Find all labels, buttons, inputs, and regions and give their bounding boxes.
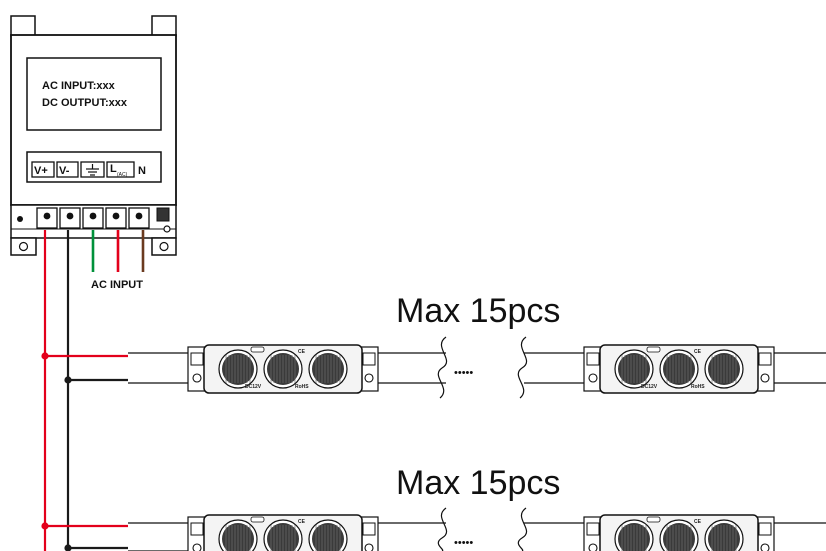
dc-bus	[43, 230, 128, 551]
terminal-screw-vminus-head	[66, 212, 74, 220]
row-2-break-left	[437, 507, 448, 551]
ce-mark: CE	[694, 349, 702, 355]
ce-mark: CE	[298, 519, 306, 525]
led-module: CE DC12V RoHS	[187, 344, 379, 394]
module-wire-clip-left	[586, 522, 600, 536]
row-2-ellipsis: •••••	[454, 537, 473, 549]
ac-input-label: AC INPUT	[91, 279, 143, 291]
module-screw-hole-right	[760, 373, 770, 383]
row-1-ellipsis: •••••	[454, 367, 473, 379]
module-screw-hole-left	[588, 543, 598, 551]
module-screw-hole-right	[364, 373, 374, 383]
terminal-screw-ground-head	[89, 212, 97, 220]
mount-hole-bottom-right	[159, 241, 169, 252]
terminal-cover-latch	[156, 207, 170, 222]
module-screw-hole-left	[588, 373, 598, 383]
terminal-label-line: L	[110, 163, 117, 175]
led-modules: CEDC12VRoHSCEDC12VRoHSCEDC12VRoHSCEDC12V…	[187, 344, 775, 551]
module-rohs-label: RoHS	[691, 384, 705, 390]
side-rivet-left	[17, 216, 23, 222]
module-wire-clip-right	[758, 352, 772, 366]
junction-negative-1	[64, 376, 72, 384]
module-row-1: •••••	[128, 336, 826, 399]
row-2-break-right	[517, 507, 528, 551]
side-rivet-right	[163, 225, 171, 233]
module-voltage-label: DC12V	[641, 384, 658, 390]
junction-negative-2	[64, 544, 72, 551]
module-screw-hole-left	[192, 543, 202, 551]
module-logo	[646, 516, 661, 523]
module-screw-hole-right	[760, 543, 770, 551]
terminal-labels: V+ V- L (AC) N	[31, 161, 146, 178]
junction-positive-2	[41, 522, 49, 530]
group-2-title: Max 15pcs	[396, 464, 560, 502]
terminal-screw-neutral-head	[135, 212, 143, 220]
terminal-label-neutral: N	[138, 165, 146, 177]
module-screw-hole-left	[192, 373, 202, 383]
module-wire-clip-left	[586, 352, 600, 366]
label-plate	[26, 57, 162, 131]
terminal-label-line-subscript: (AC)	[117, 172, 128, 178]
row-1-break-right	[517, 336, 528, 399]
module-voltage-label: DC12V	[245, 384, 262, 390]
terminal-screw-vplus-head	[43, 212, 51, 220]
dc-output-rating: DC OUTPUT:xxx	[42, 97, 128, 109]
module-screw-hole-right	[364, 543, 374, 551]
module-wire-clip-right	[362, 522, 376, 536]
led-module: CE DC12V RoHS	[583, 344, 775, 394]
terminal-label-vminus: V-	[59, 165, 70, 177]
module-wire-clip-right	[758, 522, 772, 536]
group-1-title: Max 15pcs	[396, 292, 560, 330]
terminal-label-box-vminus	[56, 161, 79, 178]
ce-mark: CE	[298, 349, 306, 355]
module-wire-clip-right	[362, 352, 376, 366]
module-logo	[646, 346, 661, 353]
junction-positive-1	[41, 352, 49, 360]
terminal-screws	[36, 207, 170, 229]
terminal-label-box-line	[106, 161, 135, 178]
module-logo	[250, 516, 265, 523]
module-wire-clip-left	[190, 352, 204, 366]
mount-hole-bottom-left	[18, 241, 29, 252]
module-rohs-label: RoHS	[295, 384, 309, 390]
terminal-screw-line-head	[112, 212, 120, 220]
power-supply: AC INPUT:xxx DC OUTPUT:xxx V+ V- L (AC) …	[10, 15, 177, 256]
module-logo	[250, 346, 265, 353]
mount-tab-left	[10, 15, 36, 37]
module-wire-clip-left	[190, 522, 204, 536]
ground-symbol-icon	[86, 164, 99, 176]
ac-input-rating: AC INPUT:xxx	[42, 80, 116, 92]
ac-input-wires	[91, 230, 145, 272]
terminal-label-box-vplus	[31, 161, 55, 178]
row-1-break-left	[437, 336, 448, 399]
mount-tab-right	[151, 15, 177, 37]
ce-mark: CE	[694, 519, 702, 525]
terminal-label-vplus: V+	[34, 165, 48, 177]
